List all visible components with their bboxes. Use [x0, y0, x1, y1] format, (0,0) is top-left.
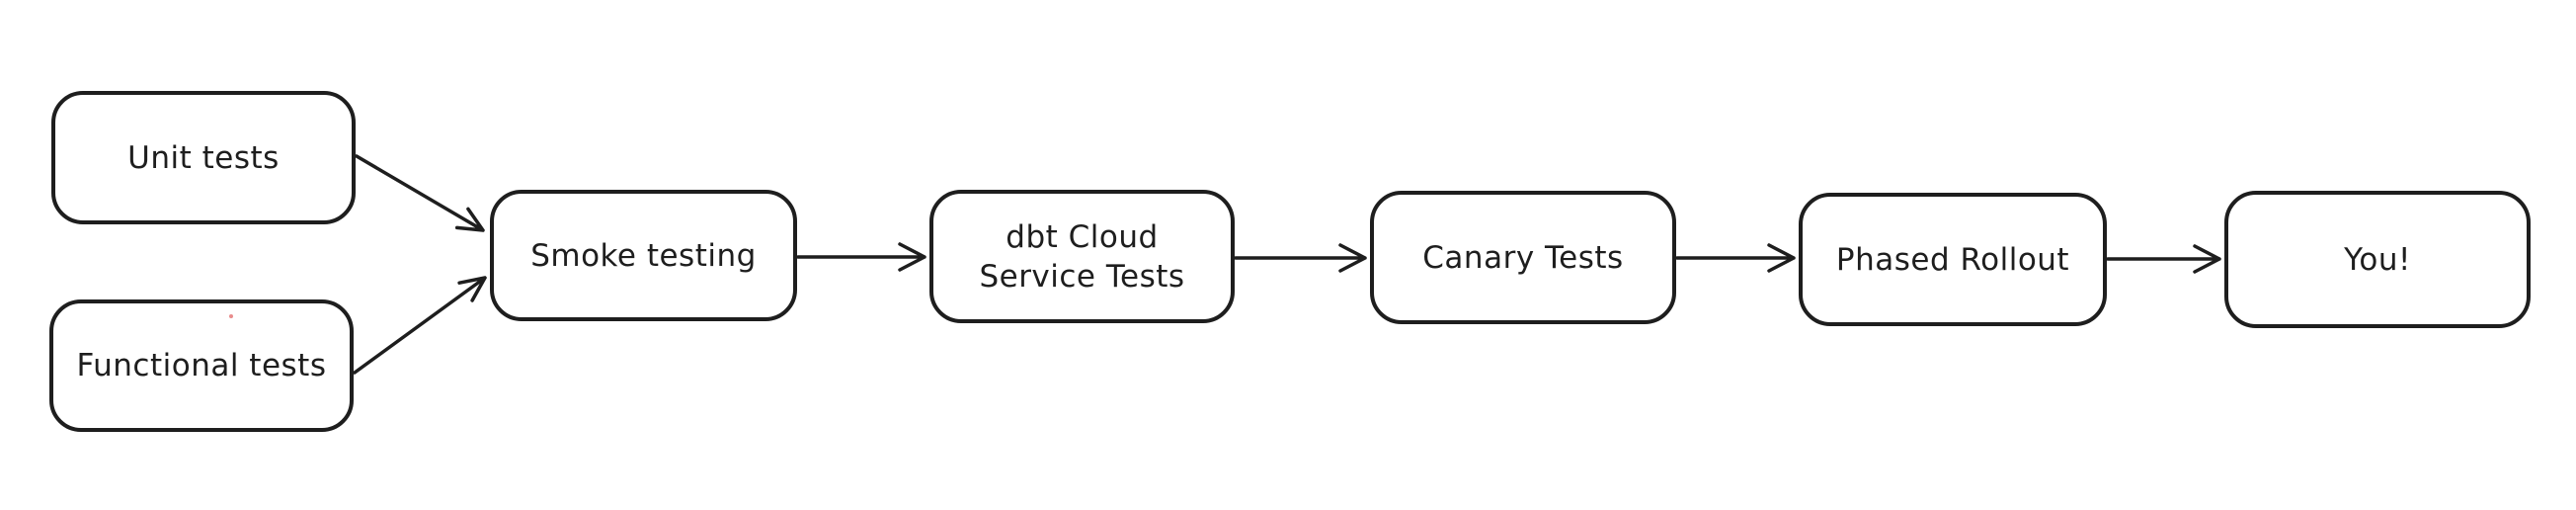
arrow-canary-tests-to-phased-rollout	[1675, 243, 1796, 273]
node-phased-rollout: Phased Rollout	[1799, 193, 2107, 326]
node-functional-tests-label: Functional tests	[76, 348, 327, 383]
node-functional-tests: Functional tests	[49, 299, 354, 432]
node-unit-tests: Unit tests	[51, 91, 356, 224]
arrow-functional-tests-to-smoke-testing	[353, 276, 487, 375]
arrow-unit-tests-to-smoke-testing	[355, 154, 485, 232]
node-smoke-testing: Smoke testing	[490, 190, 797, 321]
node-you-label: You!	[2344, 241, 2411, 278]
arrow-dbt-cloud-service-tests-to-canary-tests	[1234, 243, 1367, 273]
node-unit-tests-label: Unit tests	[127, 139, 280, 176]
node-you: You!	[2224, 191, 2531, 328]
node-phased-rollout-label: Phased Rollout	[1835, 241, 2070, 278]
node-dbt-cloud-service-tests: dbt Cloud Service Tests	[929, 190, 1235, 323]
arrow-smoke-testing-to-dbt-cloud-service-tests	[796, 242, 926, 272]
node-smoke-testing-label: Smoke testing	[530, 237, 757, 274]
node-canary-tests-label: Canary Tests	[1422, 239, 1624, 276]
arrow-phased-rollout-to-you	[2106, 244, 2221, 274]
node-dbt-cloud-service-tests-label: dbt Cloud Service Tests	[979, 218, 1185, 295]
node-canary-tests: Canary Tests	[1370, 191, 1676, 324]
stray-red-dot	[229, 314, 233, 318]
